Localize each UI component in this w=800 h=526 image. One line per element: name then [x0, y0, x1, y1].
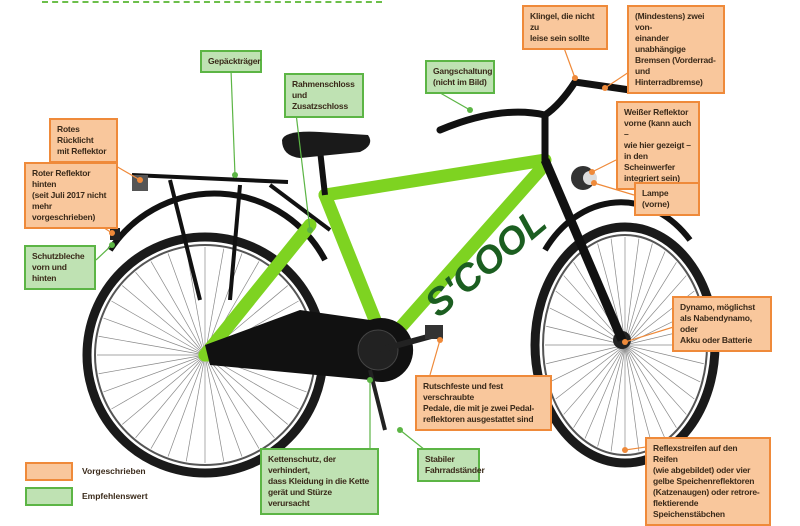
leader-line [591, 159, 617, 173]
leader-dot [307, 227, 313, 233]
spoke [150, 261, 206, 356]
label-gangschaltung: Gangschaltung (nicht im Bild) [425, 60, 495, 94]
spoke [546, 344, 626, 365]
spoke [546, 325, 626, 346]
label-dynamo: Dynamo, möglichst als Nabendynamo, oder … [672, 296, 772, 352]
legend-swatch-required [25, 462, 73, 481]
leader-dot [109, 242, 115, 248]
spoke [204, 354, 243, 457]
leader-dot [467, 107, 473, 113]
leader-line [95, 244, 113, 261]
leader-dot [572, 75, 578, 81]
spoke [624, 275, 687, 346]
spoke [624, 344, 701, 383]
spoke [624, 262, 677, 346]
spoke [135, 272, 206, 356]
spoke [150, 354, 206, 449]
spoke [624, 344, 640, 452]
spoke [204, 248, 225, 356]
spoke [624, 344, 704, 365]
leader-line [230, 69, 236, 176]
legend-recommended: Empfehlenswert [82, 491, 148, 501]
spoke [563, 344, 626, 415]
spoke [135, 354, 206, 438]
spoke [111, 354, 206, 410]
legend-required: Vorgeschrieben [82, 466, 146, 476]
leader-dot [622, 339, 628, 345]
spoke [624, 251, 666, 346]
spoke [204, 354, 275, 438]
dashed-divider [42, 1, 382, 3]
leader-line [429, 339, 441, 376]
chain-guard [205, 310, 414, 382]
legend-swatch-recommended [25, 487, 73, 506]
leader-dot [367, 377, 373, 383]
spoke [624, 238, 640, 346]
spoke [167, 253, 206, 356]
spoke [624, 243, 653, 346]
spoke [103, 354, 206, 393]
label-bremsen: (Mindestens) zwei von- einander unabhäng… [627, 5, 725, 94]
label-klingel: Klingel, die nicht zu leise sein sollte [522, 5, 608, 50]
spoke [185, 248, 206, 356]
label-gepaecktraeger: Gepäckträger [200, 50, 262, 73]
label-kettenschutz: Kettenschutz, der verhindert, dass Kleid… [260, 448, 379, 515]
leader-dot [109, 230, 115, 236]
spoke [98, 335, 206, 356]
spoke [167, 354, 206, 457]
spoke [185, 354, 206, 462]
leader-line [399, 429, 426, 451]
spoke [111, 300, 206, 356]
label-pedale: Rutschfeste und fest verschraubte Pedale… [415, 375, 552, 431]
label-reflektor-hinten: Roter Reflektor hinten (seit Juli 2017 n… [24, 162, 118, 229]
leader-dot [437, 337, 443, 343]
leader-dot [137, 177, 143, 183]
spoke [549, 307, 626, 346]
spoke [584, 344, 626, 439]
luggage-rack [131, 173, 332, 301]
label-reflexstreifen: Reflexstreifen auf den Reifen (wie abgeb… [645, 437, 771, 526]
spoke [624, 344, 677, 428]
label-rahmenschloss: Rahmenschloss und Zusatzschloss [284, 73, 364, 118]
brand-logo: S'COOL [417, 201, 554, 326]
spoke [555, 290, 626, 346]
leader-line [593, 182, 635, 196]
leader-line [624, 324, 681, 343]
label-staender: Stabiler Fahrradständer [417, 448, 485, 482]
label-reflektor-vorne: Weißer Reflektor vorne (kann auch – wie … [616, 101, 700, 190]
leader-dot [602, 85, 608, 91]
spoke [624, 344, 666, 439]
label-schutzbleche: Schutzbleche vorn und hinten [24, 245, 96, 290]
fork [540, 158, 627, 342]
spoke [98, 354, 206, 375]
spoke [597, 344, 626, 447]
label-lampe: Lampe (vorne) [634, 182, 700, 216]
leader-dot [591, 180, 597, 186]
front-mudguard [542, 199, 693, 252]
spoke [624, 344, 695, 400]
leader-dot [397, 427, 403, 433]
spoke [122, 285, 206, 356]
spoke [573, 344, 626, 428]
leader-dot [622, 447, 628, 453]
spoke [204, 354, 288, 425]
pedal [425, 325, 443, 339]
spoke [610, 238, 626, 346]
spoke [204, 354, 260, 449]
spoke [103, 317, 206, 356]
leader-line [294, 104, 311, 231]
handlebar [436, 78, 634, 164]
spoke [624, 344, 653, 447]
leader-dot [589, 169, 595, 175]
spoke [610, 344, 626, 452]
leader-dot [232, 172, 238, 178]
spoke [549, 344, 626, 383]
spoke [555, 344, 626, 400]
spoke [624, 344, 687, 415]
label-ruecklicht: Rotes Rücklicht mit Reflektor [49, 118, 118, 163]
rear-reflector [110, 228, 120, 240]
saddle [282, 131, 371, 158]
spoke [204, 354, 225, 462]
spoke [122, 354, 206, 425]
